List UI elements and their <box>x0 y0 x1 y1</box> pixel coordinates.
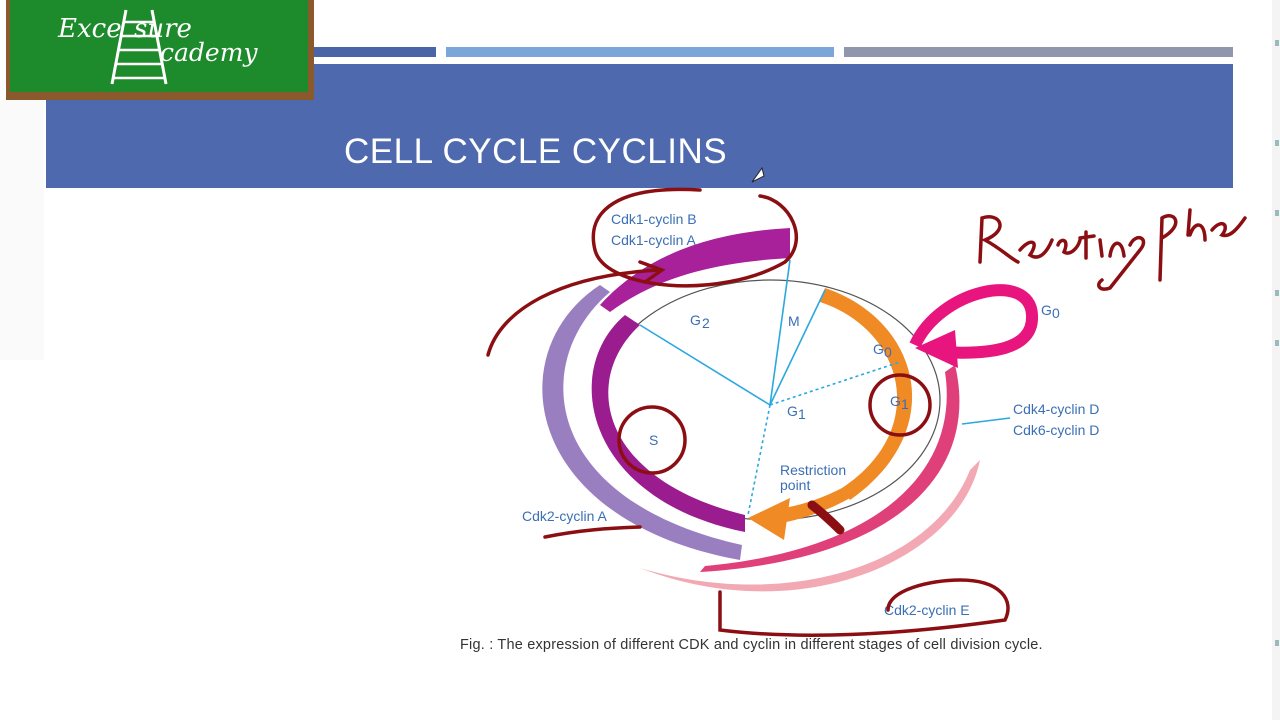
logo-chalkboard: Exce sure cademy <box>10 0 308 92</box>
phase-s-label: S <box>649 432 658 448</box>
cdk1-cyclin-b-label: Cdk1-cyclin B <box>611 211 697 227</box>
restriction-point-label: point <box>780 477 810 493</box>
cursor-icon <box>751 166 765 183</box>
ladder-icon <box>110 9 168 85</box>
logo-text: Exce <box>58 14 122 44</box>
s-g2-band <box>591 315 745 532</box>
restriction-point-label: Restriction <box>780 462 846 478</box>
edge-marker <box>1275 210 1279 216</box>
phase-g0-subscript: 0 <box>884 344 892 360</box>
phase-g1-subscript: 1 <box>901 396 909 412</box>
handwritten-annotations <box>486 187 1247 637</box>
cdk4-cyclin-d-label: Cdk4-cyclin D <box>1013 401 1099 417</box>
phase-m-label: M <box>788 313 800 329</box>
cdk1-cyclin-a-label: Cdk1-cyclin A <box>611 232 696 248</box>
edge-marker <box>1275 640 1279 646</box>
edge-marker <box>1275 140 1279 146</box>
phase-g1-center-subscript: 1 <box>798 406 806 422</box>
phase-g1-center-label: G <box>787 403 798 419</box>
right-edge-strip <box>1272 0 1280 720</box>
accent-bar <box>446 47 834 57</box>
phase-g0-outer-label: G <box>1041 302 1052 318</box>
edge-marker <box>1275 290 1279 296</box>
cdk1-cyclin-band <box>600 228 790 312</box>
accent-bar <box>312 47 436 57</box>
phase-g2-subscript: 2 <box>702 315 710 331</box>
edge-marker <box>1275 340 1279 346</box>
cdk2-cyclin-a-label: Cdk2-cyclin A <box>522 508 607 524</box>
logo-text: sure <box>134 14 192 44</box>
edge-marker <box>1275 40 1279 46</box>
cdk2-cyclin-e-label: Cdk2-cyclin E <box>884 602 970 618</box>
phase-g0-label: G <box>873 341 884 357</box>
cdk2-cyclin-a-band <box>542 285 742 560</box>
g0-arrow <box>915 330 958 368</box>
phase-g1-label: G <box>890 393 901 409</box>
g1-band <box>820 288 913 500</box>
figure-caption: Fig. : The expression of different CDK a… <box>460 637 1043 653</box>
slide-title: CELL CYCLE CYCLINS <box>344 132 728 171</box>
logo-text: cademy <box>160 38 258 67</box>
phase-g2-label: G <box>690 312 701 328</box>
g0-loop <box>909 284 1038 359</box>
phase-dividers <box>639 259 1011 516</box>
cdk2-cyclin-e-band <box>640 460 980 592</box>
accent-bar <box>844 47 1233 57</box>
academy-logo: Exce sure cademy <box>6 0 314 100</box>
left-margin-panel <box>0 100 44 360</box>
g1-arrow <box>748 498 790 540</box>
cdk6-cyclin-d-label: Cdk6-cyclin D <box>1013 422 1099 438</box>
phase-g0-outer-subscript: 0 <box>1052 305 1060 321</box>
